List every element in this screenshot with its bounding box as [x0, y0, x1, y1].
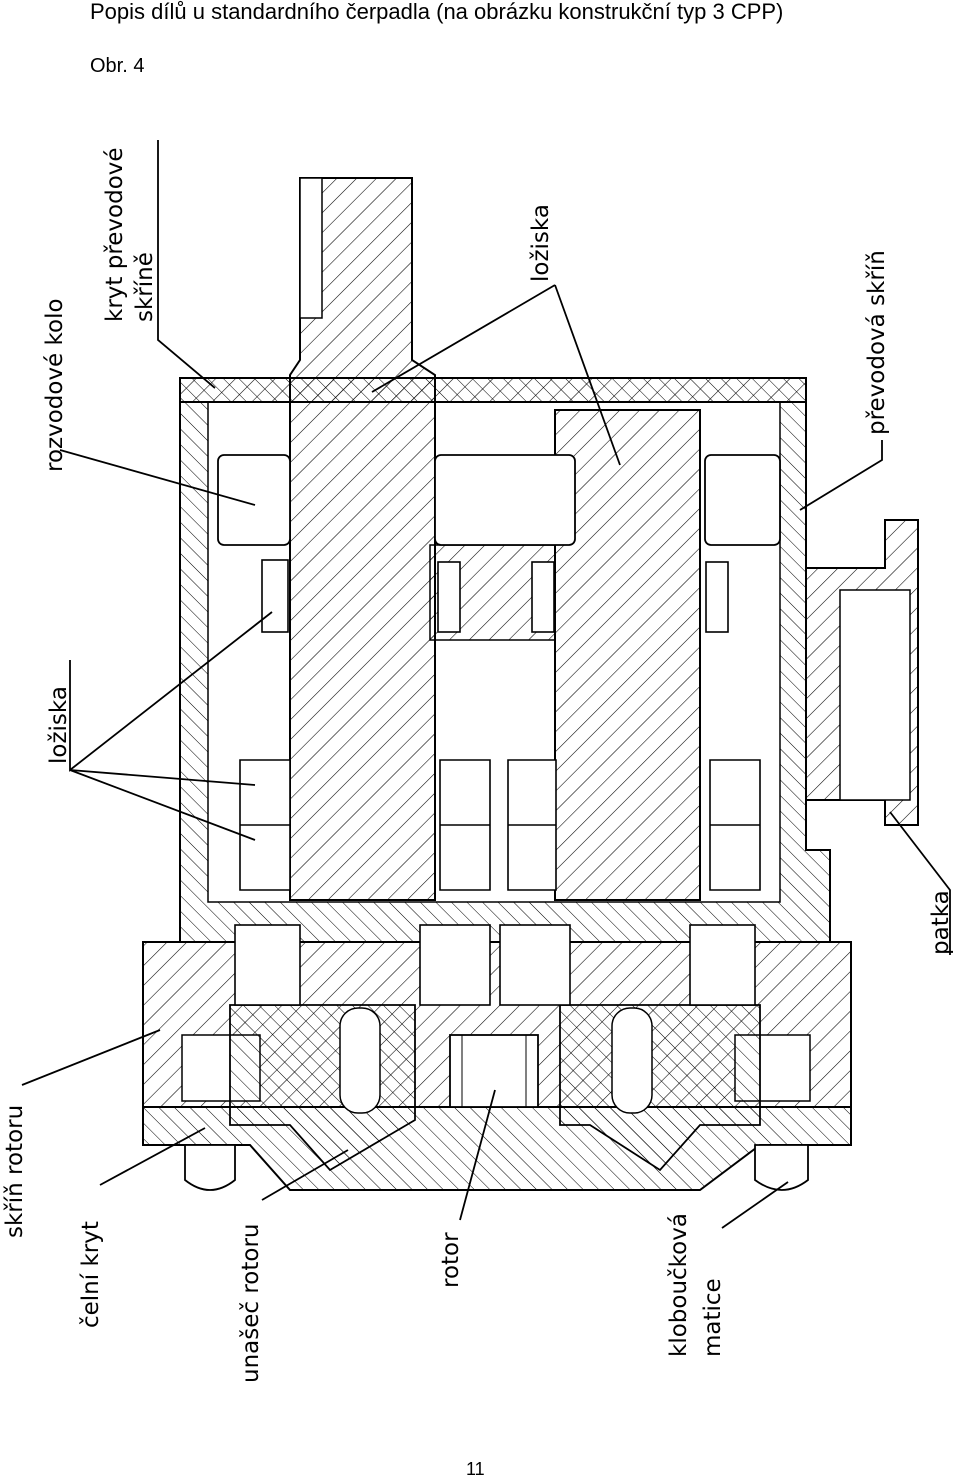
page-number: 11 [466, 1459, 485, 1479]
label-foot: patka [928, 890, 954, 955]
bearings [239, 559, 761, 891]
leader-lines [21, 140, 951, 1229]
figure-number: Obr. 4 [90, 55, 145, 77]
label-gearbox-cover-line1: kryt převodové [102, 147, 128, 322]
pump-foot [805, 519, 919, 826]
label-bearings-top: ložiska [528, 204, 554, 282]
label-gearbox-cover-line2: skříně [132, 252, 158, 322]
label-cap-nut-line2: matice [700, 1278, 726, 1357]
rotor-carriers [229, 1004, 761, 1172]
label-timing-gear: rozvodové kolo [42, 298, 68, 472]
label-rotor-housing: skříň rotoru [2, 1105, 28, 1238]
label-rotor: rotor [438, 1232, 464, 1288]
label-cap-nut-line1: kloboučková [666, 1213, 692, 1357]
cap-nuts [184, 1144, 809, 1191]
rotor [449, 1034, 539, 1108]
label-front-cover: čelní kryt [78, 1221, 104, 1328]
label-gearbox-housing: převodová skříň [864, 250, 890, 435]
drive-shafts [289, 177, 701, 901]
timing-gears [217, 454, 781, 546]
label-rotor-carrier: unašeč rotoru [238, 1224, 264, 1383]
shaft-seals [234, 924, 756, 1006]
label-bearings-left: ložiska [46, 686, 72, 764]
page-heading: Popis dílů u standardního čerpadla (na o… [90, 0, 784, 24]
